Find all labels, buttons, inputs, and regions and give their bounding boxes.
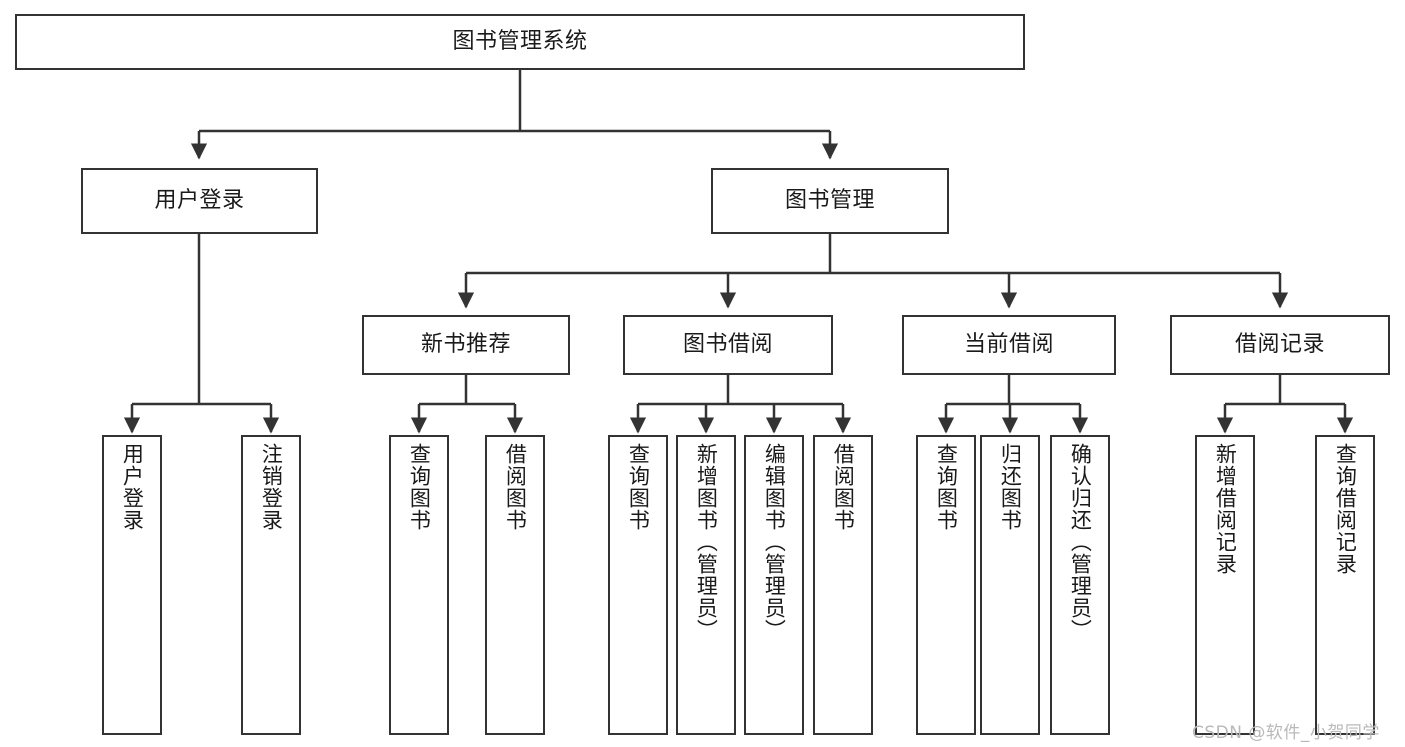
node-root-label: 图书管理系统 [452,29,588,55]
node-new-book-rec[interactable]: 新书推荐 [362,315,570,375]
leaf-user-login[interactable]: 用户登录 [102,435,162,735]
node-book-manage[interactable]: 图书管理 [711,168,949,234]
leaf-query-book-2-label: 查询图书 [626,443,651,531]
leaf-edit-book[interactable]: 编辑图书（管理员） [744,435,804,735]
watermark: CSDN @软件_小贺同学 [1192,723,1380,743]
leaf-query-book-2[interactable]: 查询图书 [608,435,668,735]
leaf-add-record-label: 新增借阅记录 [1213,443,1238,575]
leaf-query-record-label: 查询借阅记录 [1333,443,1358,575]
leaf-add-record[interactable]: 新增借阅记录 [1195,435,1255,735]
node-new-book-rec-label: 新书推荐 [420,332,511,358]
leaf-borrow-book-2-label: 借阅图书 [831,443,856,531]
leaf-return-book-label: 归还图书 [998,443,1023,531]
leaf-user-logout-label: 注销登录 [259,443,284,531]
node-current-borrow[interactable]: 当前借阅 [902,315,1116,375]
leaf-add-book-label: 新增图书（管理员） [694,443,719,641]
leaf-query-book-3-label: 查询图书 [934,443,959,531]
leaf-borrow-book-1-label: 借阅图书 [503,443,528,531]
node-root[interactable]: 图书管理系统 [15,14,1025,70]
leaf-query-book-1[interactable]: 查询图书 [389,435,449,735]
node-user-login[interactable]: 用户登录 [81,168,318,234]
node-borrow-record-label: 借阅记录 [1234,332,1325,358]
leaf-user-logout[interactable]: 注销登录 [241,435,301,735]
leaf-edit-book-label: 编辑图书（管理员） [762,443,787,641]
node-current-borrow-label: 当前借阅 [963,332,1054,358]
leaf-confirm-return-label: 确认归还（管理员） [1068,443,1093,641]
leaf-query-record[interactable]: 查询借阅记录 [1315,435,1375,735]
leaf-return-book[interactable]: 归还图书 [980,435,1040,735]
leaf-query-book-3[interactable]: 查询图书 [916,435,976,735]
node-borrow-record[interactable]: 借阅记录 [1170,315,1390,375]
leaf-query-book-1-label: 查询图书 [407,443,432,531]
leaf-user-login-label: 用户登录 [120,443,145,531]
node-book-borrow-label: 图书借阅 [682,332,773,358]
leaf-add-book[interactable]: 新增图书（管理员） [676,435,736,735]
node-book-manage-label: 图书管理 [784,188,875,214]
leaf-borrow-book-1[interactable]: 借阅图书 [485,435,545,735]
node-book-borrow[interactable]: 图书借阅 [623,315,833,375]
node-user-login-label: 用户登录 [154,188,245,214]
leaf-borrow-book-2[interactable]: 借阅图书 [813,435,873,735]
leaf-confirm-return[interactable]: 确认归还（管理员） [1050,435,1110,735]
